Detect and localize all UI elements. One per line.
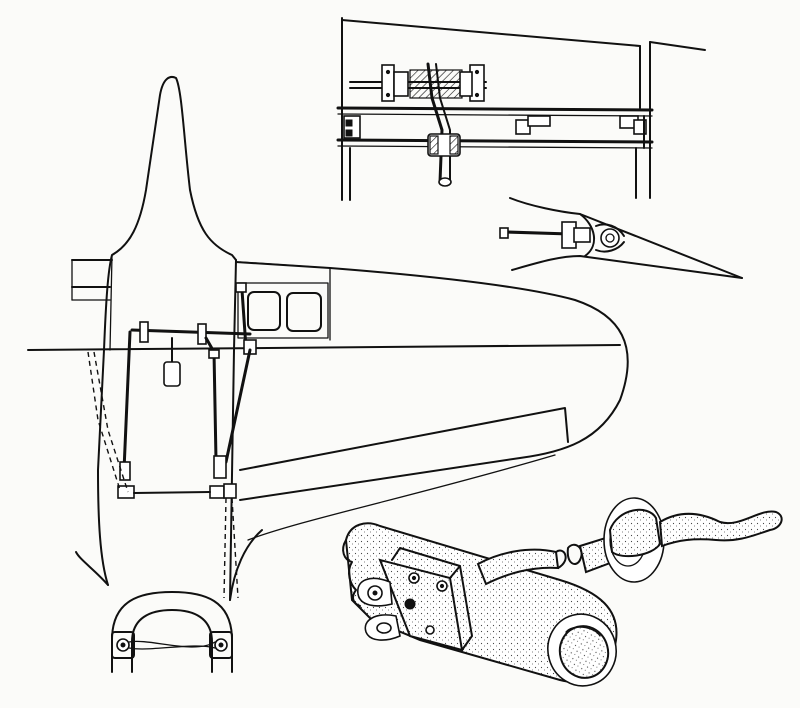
hinge-wedge-detail (499, 197, 743, 279)
tail-plan-view (27, 76, 629, 601)
arch-detail (111, 591, 233, 673)
tube-fitting-perspective (342, 497, 783, 687)
section-detail-top (336, 17, 706, 201)
